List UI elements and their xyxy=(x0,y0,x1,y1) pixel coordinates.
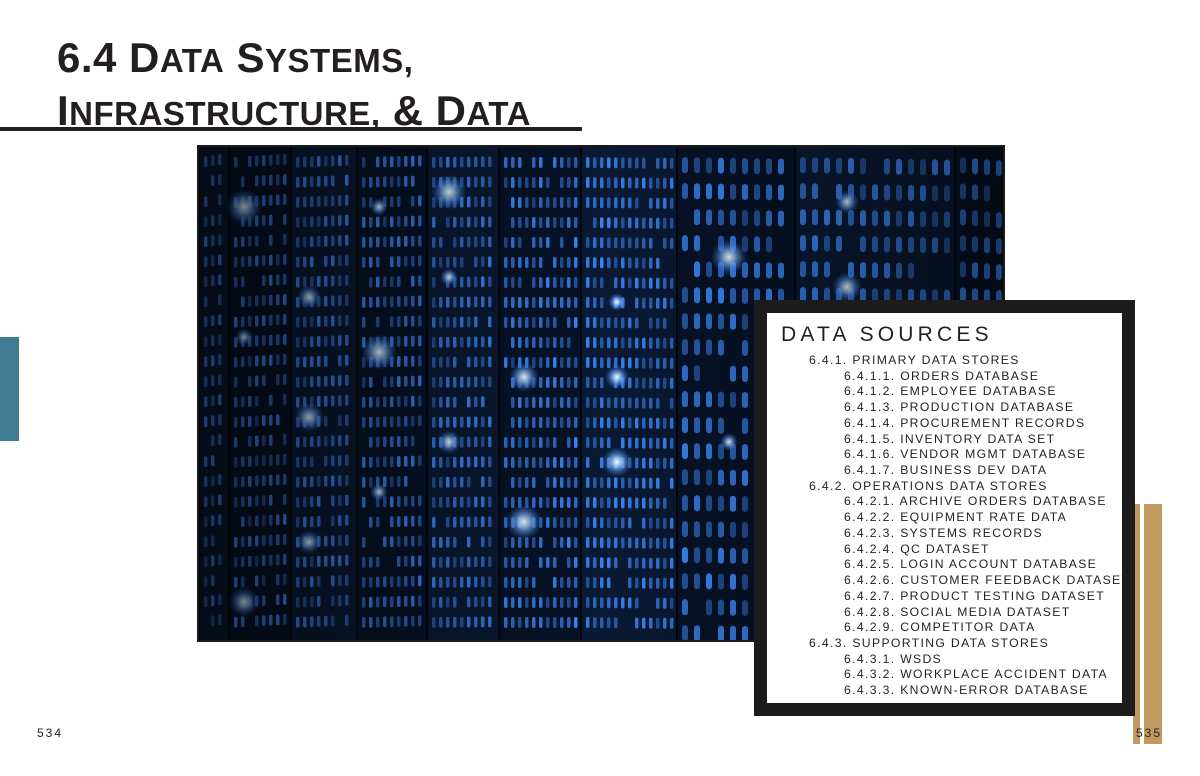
gold-accent-bar-wide xyxy=(1144,504,1162,744)
data-source-item: 6.4.3.2. WORKPLACE ACCIDENT DATA xyxy=(844,667,1108,682)
data-source-item: 6.4.2.2. EQUIPMENT RATE DATA xyxy=(844,510,1068,525)
data-source-item: 6.4.2.1. ARCHIVE ORDERS DATABASE xyxy=(844,494,1107,509)
data-source-item: 6.4.2.6. CUSTOMER FEEDBACK DATASET xyxy=(844,573,1131,588)
heading-word-2-cap: S xyxy=(224,34,266,81)
data-source-item: 6.4.1.6. VENDOR MGMT DATABASE xyxy=(844,447,1087,462)
data-source-item: 6.4.2.8. SOCIAL MEDIA DATASET xyxy=(844,604,1071,619)
heading-word-3-rest: NFRASTRUCTURE, xyxy=(69,95,381,132)
heading-underline xyxy=(0,127,582,131)
data-source-category: 6.4.3. SUPPORTING DATA STORES xyxy=(809,635,1050,650)
data-source-item: 6.4.2.5. LOGIN ACCOUNT DATABASE xyxy=(844,557,1098,572)
data-source-item: 6.4.2.9. COMPETITOR DATA xyxy=(844,620,1036,635)
heading-line-1: 6.4 DATA SYSTEMS, xyxy=(57,33,531,86)
heading-word-4-cap: & D xyxy=(380,87,467,134)
data-source-item: 6.4.2.3. SYSTEMS RECORDS xyxy=(844,525,1044,540)
gold-accent-bar-thin xyxy=(1133,504,1140,744)
data-source-item: 6.4.1.4. PROCUREMENT RECORDS xyxy=(844,415,1086,430)
data-source-item: 6.4.2.4. QC DATASET xyxy=(844,541,990,556)
heading-line-2: INFRASTRUCTURE, & DATA xyxy=(57,86,531,139)
data-source-category: 6.4.1. PRIMARY DATA STORES xyxy=(809,353,1020,367)
data-source-item: 6.4.1.5. INVENTORY DATA SET xyxy=(844,431,1056,446)
page-number-right: 535 xyxy=(1136,726,1163,740)
data-sources-title: DATA SOURCES xyxy=(781,323,993,346)
data-source-item: 6.4.3.1. WSDS xyxy=(844,651,943,666)
heading-word-4-rest: ATA xyxy=(466,95,531,132)
data-source-item: 6.4.1.2. EMPLOYEE DATABASE xyxy=(844,384,1057,399)
data-source-item: 6.4.1.7. BUSINESS DEV DATA xyxy=(844,463,1048,478)
heading-word-1-cap: 6.4 D xyxy=(57,34,160,81)
data-source-item: 6.4.1.3. PRODUCTION DATABASE xyxy=(844,400,1075,415)
data-source-item: 6.4.2.7. PRODUCT TESTING DATASET xyxy=(844,588,1106,603)
section-heading: 6.4 DATA SYSTEMS, INFRASTRUCTURE, & DATA xyxy=(57,33,531,139)
heading-word-3-cap: I xyxy=(57,87,70,134)
heading-word-2-rest: YSTEMS, xyxy=(265,42,414,79)
page-number-left: 534 xyxy=(37,726,64,740)
data-source-category: 6.4.2. OPERATIONS DATA STORES xyxy=(809,478,1048,493)
heading-word-1-rest: ATA xyxy=(159,42,225,79)
blue-accent-bar xyxy=(0,337,19,441)
data-source-item: 6.4.3.3. KNOWN-ERROR DATABASE xyxy=(844,683,1089,698)
data-source-item: 6.4.1.1. ORDERS DATABASE xyxy=(844,368,1040,383)
